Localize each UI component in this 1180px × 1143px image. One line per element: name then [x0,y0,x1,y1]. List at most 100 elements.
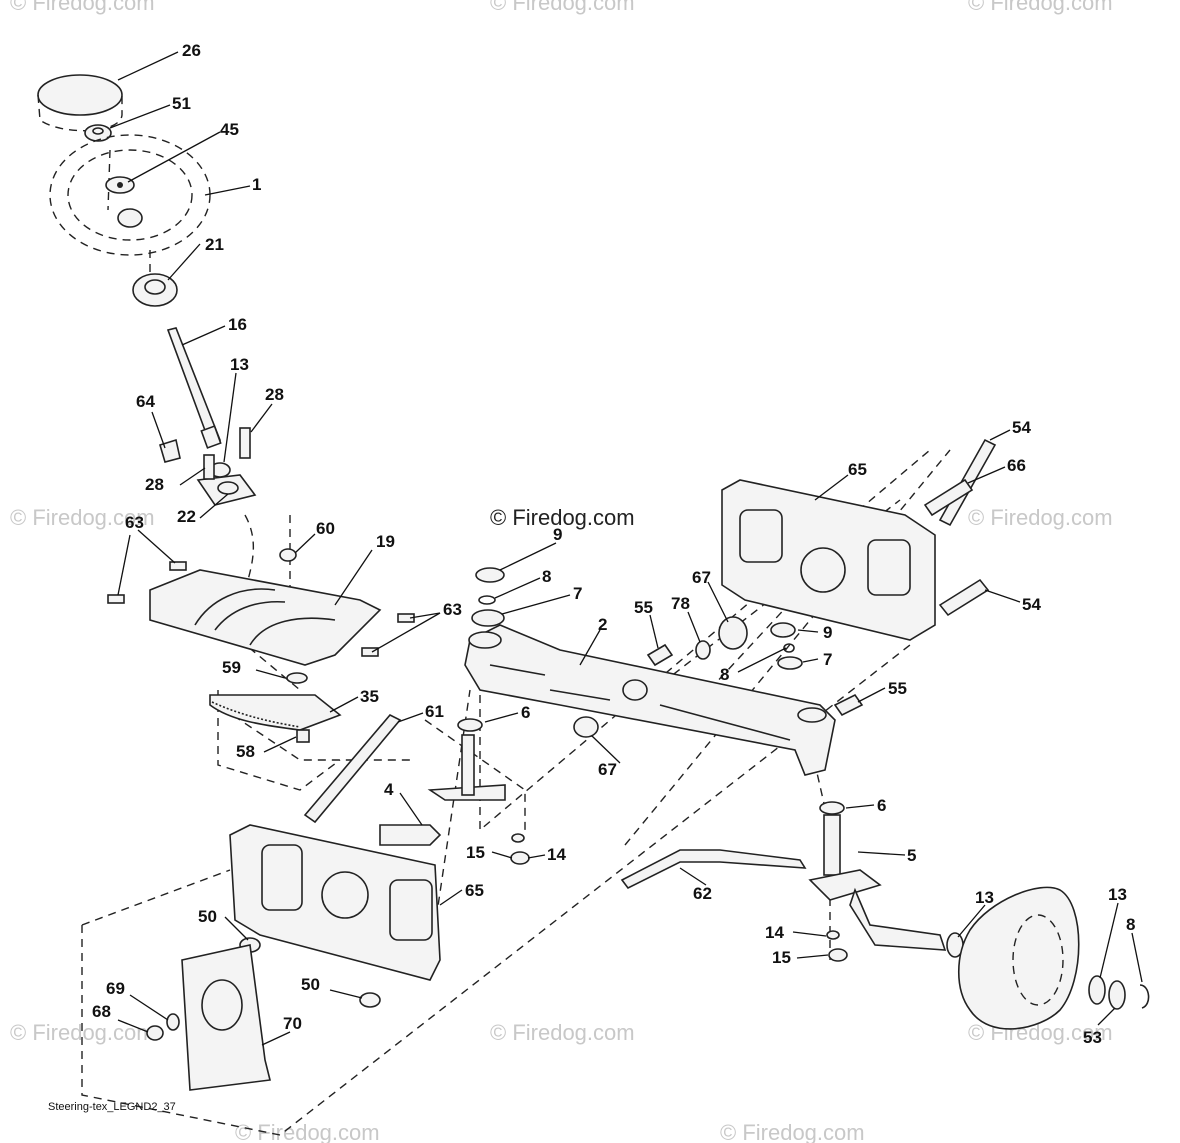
steering-plate-part [149,569,382,666]
callout-label: 15 [772,948,791,967]
wheel-hub-outline [1012,914,1064,1006]
bolt-part [923,478,974,517]
axle-left-pivot [468,631,502,649]
bearing-bracket-part [196,474,257,506]
watermark: © Firedog.com [968,505,1113,530]
callout-label: 14 [547,845,566,864]
callout-label: 67 [598,760,617,779]
bracket-center-hole [321,871,369,919]
spindle-left-part [379,824,442,846]
watermark: © Firedog.com [968,0,1113,15]
cap-part [37,74,123,116]
callout-label: 58 [236,742,255,761]
washer-part [166,1013,180,1031]
axle-right-pivot [797,707,827,723]
bolt-part [938,578,990,617]
callout-label: 67 [692,568,711,587]
nut-part [84,124,112,142]
assembly-line [217,690,526,830]
washer-part [457,718,483,732]
spindle-right-shaft [823,814,841,876]
callout-label: 2 [598,615,607,634]
bracket-window [261,844,303,911]
callout-label: 64 [136,392,155,411]
bracket-plate-hole [201,979,243,1031]
spindle-right-arm [808,869,882,901]
bracket-window [389,879,433,941]
bolt-part [239,427,251,459]
pivot-bushing-part [718,616,748,650]
callout-label: 78 [671,594,690,613]
clip-part [783,643,795,653]
callout-label: 7 [823,650,832,669]
spacer-part [833,693,864,717]
callout-label: 8 [542,567,551,586]
washer-part [1108,980,1126,1010]
cap-part [475,567,505,583]
callout-label: 65 [848,460,867,479]
callout-label: 7 [573,584,582,603]
callout-label: 61 [425,702,444,721]
watermark: © Firedog.com [235,1120,380,1143]
nut-part-hole [92,127,104,135]
sector-gear-teeth [211,701,301,728]
callout-label: 53 [1083,1028,1102,1047]
washer-part [286,672,308,684]
callout-label: 14 [765,923,784,942]
callout-label: 9 [553,525,562,544]
callout-label: 15 [466,843,485,862]
watermark: © Firedog.com [490,1020,635,1045]
nut-part [359,992,381,1008]
axle-center-hole [622,679,648,701]
screw-part [169,561,187,571]
center-watermark: © Firedog.com [490,505,635,530]
callout-label: 5 [907,846,916,865]
callout-label: 9 [823,623,832,642]
callout-label: 6 [877,796,886,815]
nut-part [146,1025,164,1041]
callout-label: 54 [1022,595,1041,614]
cap-part [770,622,796,638]
spacer-part [646,643,674,667]
callout-label: 60 [316,519,335,538]
steering-wheel-inner [67,149,193,241]
axle-detail-lines [489,664,791,741]
drag-link-part [303,714,402,824]
watermark: © Firedog.com [490,0,635,15]
callout-label: 59 [222,658,241,677]
watermark: © Firedog.com [720,1120,865,1143]
callout-label: 8 [1126,915,1135,934]
pivot-bushing-part [573,716,599,738]
adapter-part-hole [144,279,166,295]
steering-wheel-part [49,134,211,256]
wheel-part [957,886,1080,1030]
callout-label: 63 [125,513,144,532]
callout-label: 13 [975,888,994,907]
assembly-line [107,149,410,761]
bracket-window [867,539,911,596]
washer-part [819,801,845,815]
callout-label: 21 [205,235,224,254]
callout-label: 50 [198,907,217,926]
diagram-caption: Steering-tex_LEGND2_37 [48,1101,176,1113]
callout-label: 6 [521,703,530,722]
callout-label: 19 [376,532,395,551]
tie-rod-part [620,849,807,890]
screw-part [397,613,415,623]
nut-part [279,548,297,562]
steering-plate-slots [194,588,336,646]
shaft-gear-end [200,425,222,449]
steering-hub-part [117,208,143,228]
adapter-part [132,273,178,307]
washer-part [1088,975,1106,1005]
watermark: © Firedog.com [10,505,155,530]
callout-label: 66 [1007,456,1026,475]
clip-part [478,595,496,605]
washer-part [777,656,803,670]
bracket-center-hole [800,547,846,593]
axle-bracket-right-part [721,479,936,641]
leader-lines [109,51,1143,1046]
callout-label: 50 [301,975,320,994]
bracket-plate-part [181,944,271,1091]
